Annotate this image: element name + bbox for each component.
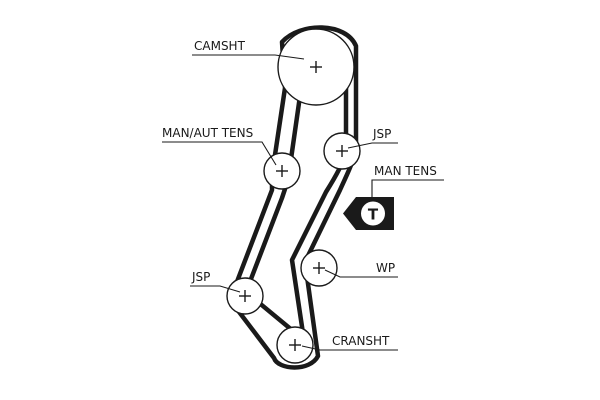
label-man-tens: MAN TENS [374, 164, 437, 178]
leader-jsp-lower [190, 285, 241, 293]
leader-man-tens [371, 179, 444, 197]
leader-camshaft [192, 54, 305, 60]
label-wp: WP [376, 261, 395, 275]
leader-man-aut-tens [162, 141, 277, 166]
belt-outer [227, 25, 359, 370]
leader-wp [324, 269, 398, 278]
tensioner-marker-icon [343, 197, 394, 230]
leader-jsp-upper [347, 142, 398, 149]
label-camshaft: CAMSHT [194, 39, 246, 53]
jsp-lower-pulley [226, 277, 264, 315]
tensioner-symbol-text: T [368, 206, 379, 224]
man-aut-tensioner-pulley [263, 152, 301, 190]
label-cranksht: CRANSHT [332, 334, 390, 348]
crankshaft-pulley [276, 326, 314, 364]
jsp-upper-pulley [323, 132, 361, 170]
label-jsp-lower: JSP [191, 270, 210, 284]
water-pump-pulley [300, 249, 338, 287]
label-man-aut-tens: MAN/AUT TENS [162, 126, 253, 140]
leader-cranksht [301, 345, 398, 351]
label-jsp-upper: JSP [372, 127, 391, 141]
camshaft-pulley [277, 28, 355, 106]
